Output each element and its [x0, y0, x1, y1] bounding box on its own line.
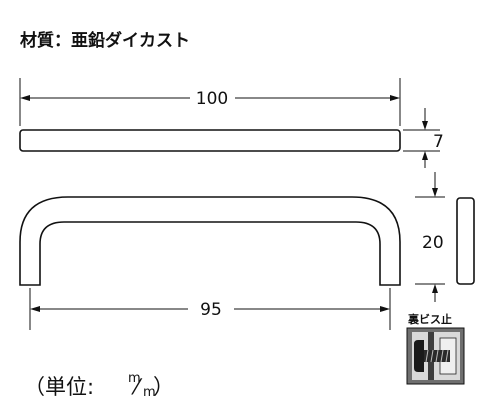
- handle-side-view: [19, 196, 401, 286]
- handle-end-view: [456, 197, 475, 285]
- unit-suffix: ）: [153, 375, 174, 399]
- length-value: 100: [196, 89, 228, 109]
- unit-denominator: m: [143, 385, 156, 400]
- unit-label: （単位: m ⁄ m ）: [24, 371, 174, 400]
- material-label: 材質：亜鉛ダイカスト: [20, 30, 190, 51]
- thickness-value: 7: [433, 132, 444, 152]
- pitch-dimension: 95: [29, 288, 391, 330]
- thickness-dimension: 7: [403, 108, 444, 168]
- screw-mount-caption: 裏ビス止: [407, 312, 452, 326]
- length-dimension: 100: [19, 78, 401, 126]
- pitch-value: 95: [200, 300, 222, 320]
- screw-mount-illustration: [406, 327, 465, 385]
- height-value: 20: [422, 233, 444, 253]
- height-dimension: 20: [415, 172, 445, 302]
- unit-numerator: m: [128, 371, 141, 386]
- handle-top-view: [19, 129, 401, 152]
- unit-prefix: （単位:: [24, 375, 94, 399]
